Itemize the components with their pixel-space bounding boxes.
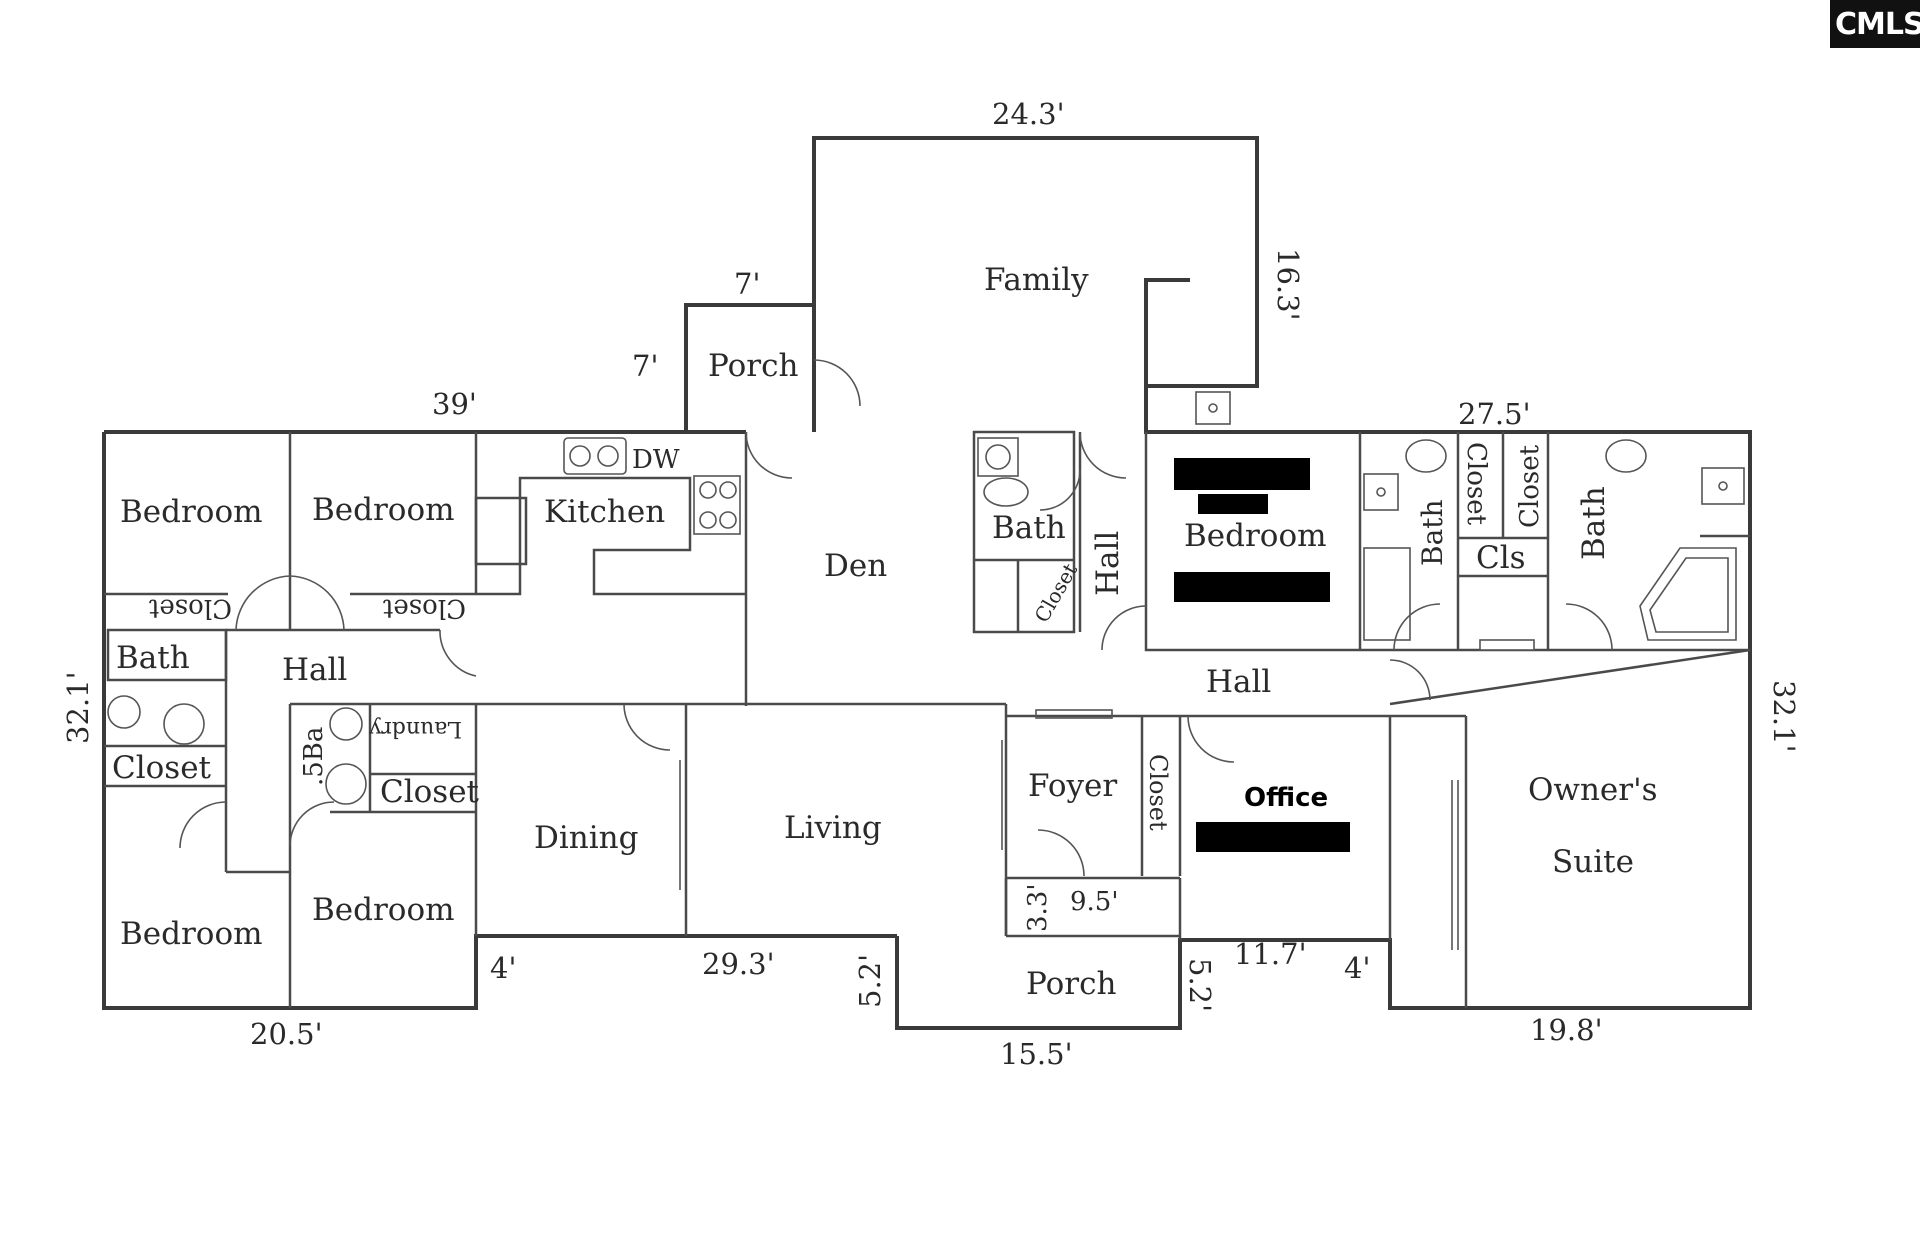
fixtures (107, 391, 1647, 805)
label-bedroom-2: Bedroom (312, 492, 455, 528)
redact-bar-4 (1196, 822, 1350, 852)
label-kitchen: Kitchen (544, 494, 665, 530)
label-hall-vertical: Hall (1090, 531, 1126, 596)
dim-right-depth: 32.1' (1767, 680, 1801, 753)
label-bedroom-1: Bedroom (120, 494, 263, 530)
dim-office-bottom: 11.7' (1234, 937, 1307, 971)
label-cls-suite: Cls (1476, 540, 1526, 576)
label-closet-2: Closet (382, 593, 466, 623)
label-bath-suite-2: Bath (1576, 486, 1612, 560)
label-hall-left: Hall (282, 652, 347, 688)
label-bath-left: Bath (116, 640, 190, 676)
label-suite: Suite (1552, 844, 1634, 880)
redact-bar-2 (1198, 494, 1268, 514)
label-closet-suite-1: Closet (1461, 442, 1491, 526)
label-bedroom-right: Bedroom (1184, 518, 1327, 554)
label-half-bath: .5Ba (299, 727, 329, 786)
dim-porch-front-width: 15.5' (1000, 1037, 1073, 1071)
label-dw: DW (632, 445, 680, 475)
label-family: Family (984, 262, 1089, 298)
dim-left-depth: 32.1' (61, 671, 95, 744)
dim-porch-step: 3.3' (1023, 884, 1053, 933)
room-labels: Family Porch Bedroom Bedroom Kitchen DW … (112, 262, 1658, 1002)
label-dining: Dining (534, 820, 638, 856)
dim-porch-back-width: 7' (734, 267, 760, 301)
label-bedroom-3: Bedroom (120, 916, 263, 952)
label-bath-suite-1: Bath (1416, 499, 1449, 566)
label-foyer: Foyer (1028, 768, 1117, 804)
dimension-labels: 24.3' 16.3' 7' 7' 39' 27.5' 32.1' 32.1' … (61, 97, 1801, 1071)
redactions (1174, 458, 1350, 852)
dim-family-width: 24.3' (992, 97, 1065, 131)
label-owners: Owner's (1528, 772, 1658, 808)
label-closet-laundry: Closet (380, 774, 480, 810)
label-closet-suite-2: Closet (1515, 444, 1545, 528)
label-porch-front: Porch (1026, 966, 1116, 1002)
redact-bar-3 (1174, 572, 1330, 602)
label-den: Den (824, 548, 887, 584)
label-living: Living (784, 810, 882, 846)
redact-bar-1 (1174, 458, 1310, 490)
label-bath-center: Bath (992, 510, 1066, 546)
dim-left-wing-width: 39' (432, 387, 477, 421)
exterior-walls (102, 136, 1752, 1030)
dim-family-depth: 16.3' (1271, 248, 1305, 321)
dim-offset-left: 4' (490, 951, 516, 985)
label-laundry: Laundry (368, 716, 462, 741)
dim-porch-inner: 9.5' (1070, 887, 1119, 917)
label-closet-foyer: Closet (1144, 754, 1172, 831)
dim-center-bottom: 29.3' (702, 947, 775, 981)
label-porch-back: Porch (708, 348, 798, 384)
dim-porch-back-depth: 7' (632, 349, 658, 383)
label-bedroom-4: Bedroom (312, 892, 455, 928)
logo-text: CMLS (1835, 7, 1920, 42)
dim-right-wing-width: 27.5' (1458, 397, 1531, 431)
dim-left-bottom: 20.5' (250, 1017, 323, 1051)
label-hall-center: Hall (1206, 664, 1271, 700)
label-office: Office (1244, 783, 1328, 813)
dim-porch-front-depth-right: 5.2' (1183, 958, 1217, 1012)
label-closet-left: Closet (112, 750, 212, 786)
cmls-logo: CMLS (1830, 0, 1920, 48)
dim-porch-front-depth-left: 5.2' (853, 954, 887, 1008)
interior-walls (104, 430, 1751, 1008)
dim-right-bottom: 19.8' (1530, 1013, 1603, 1047)
door-swings (179, 359, 1613, 877)
label-closet-1: Closet (148, 593, 232, 623)
dim-offset-right: 4' (1344, 951, 1370, 985)
